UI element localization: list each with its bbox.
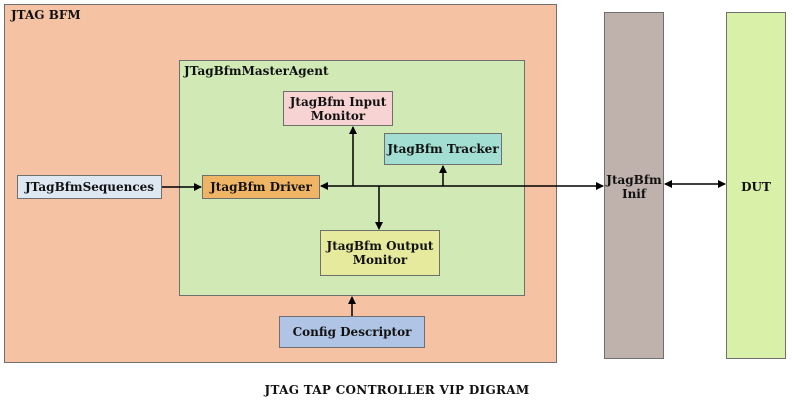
output-monitor-box: JtagBfm Output Monitor (320, 230, 440, 276)
input-monitor-box: JtagBfm Input Monitor (283, 91, 393, 126)
jtag-bfm-title: JTAG BFM (11, 8, 81, 22)
config-descriptor-box: Config Descriptor (279, 316, 425, 348)
interface-block: JtagBfm Inif (604, 12, 664, 359)
dut-block: DUT (726, 12, 786, 359)
dut-label: DUT (741, 180, 771, 194)
interface-label: JtagBfm Inif (606, 173, 662, 201)
sequences-box: JTagBfmSequences (17, 175, 162, 199)
tracker-box: JtagBfm Tracker (384, 133, 502, 165)
diagram-caption: JTAG TAP CONTROLLER VIP DIGRAM (264, 383, 530, 397)
master-agent-title: JTagBfmMasterAgent (184, 64, 329, 78)
driver-box: JtagBfm Driver (202, 175, 320, 199)
